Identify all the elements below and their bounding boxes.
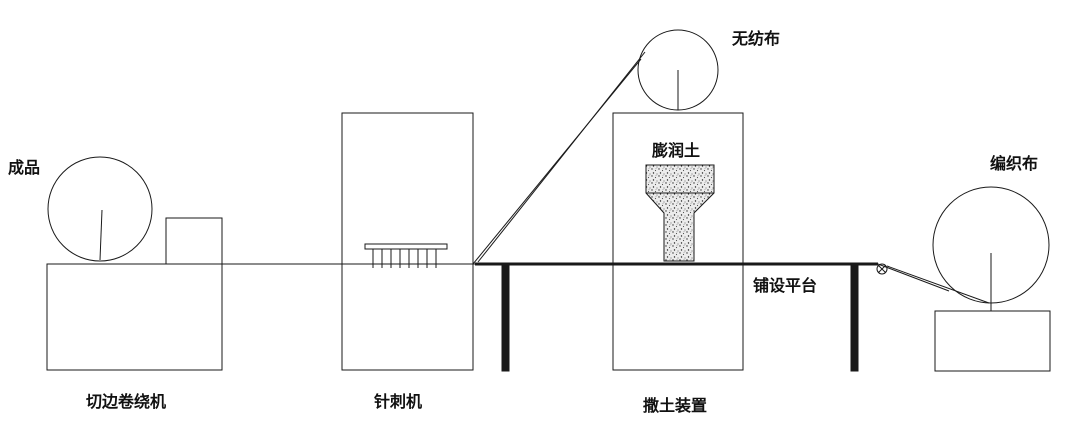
needles xyxy=(372,249,437,268)
needle-punch-box xyxy=(341,112,474,371)
nonwoven-fabric-path-lower xyxy=(477,51,646,263)
woven-fabric-unit xyxy=(877,186,1051,372)
bentonite-hopper xyxy=(645,164,715,262)
finished-product-roll-spindle xyxy=(99,209,103,261)
finished-product-roll xyxy=(47,156,153,262)
woven-fabric-path-a xyxy=(877,263,950,292)
finished-product-label: 成品 xyxy=(8,158,41,177)
laying-platform xyxy=(475,262,878,372)
needle-punch-machine-label: 针刺机 xyxy=(374,392,423,411)
spreading-device-box xyxy=(612,112,744,371)
platform-leg-left xyxy=(501,264,510,372)
platform-leg-right xyxy=(850,264,859,372)
guide-roller xyxy=(876,263,888,275)
nonwoven-fabric-label: 无纺布 xyxy=(732,29,781,48)
bentonite-label: 膨润土 xyxy=(652,141,701,160)
winder-base-box xyxy=(46,263,223,371)
laying-platform-label: 铺设平台 xyxy=(753,276,818,295)
needle-board xyxy=(364,243,448,250)
winder-small-box xyxy=(165,217,223,265)
woven-fabric-box xyxy=(934,310,1051,372)
woven-fabric-path-b xyxy=(886,265,990,304)
soil-spreading-device-label: 撒土装置 xyxy=(643,396,708,415)
soil-spreading-device xyxy=(612,29,744,371)
edge-cut-winder-label: 切边卷绕机 xyxy=(86,392,167,411)
nonwoven-fabric-path-upper xyxy=(472,58,642,265)
edge-cut-winder xyxy=(46,156,223,371)
needle-punch-machine xyxy=(341,112,474,371)
woven-fabric-label: 编织布 xyxy=(990,154,1039,173)
